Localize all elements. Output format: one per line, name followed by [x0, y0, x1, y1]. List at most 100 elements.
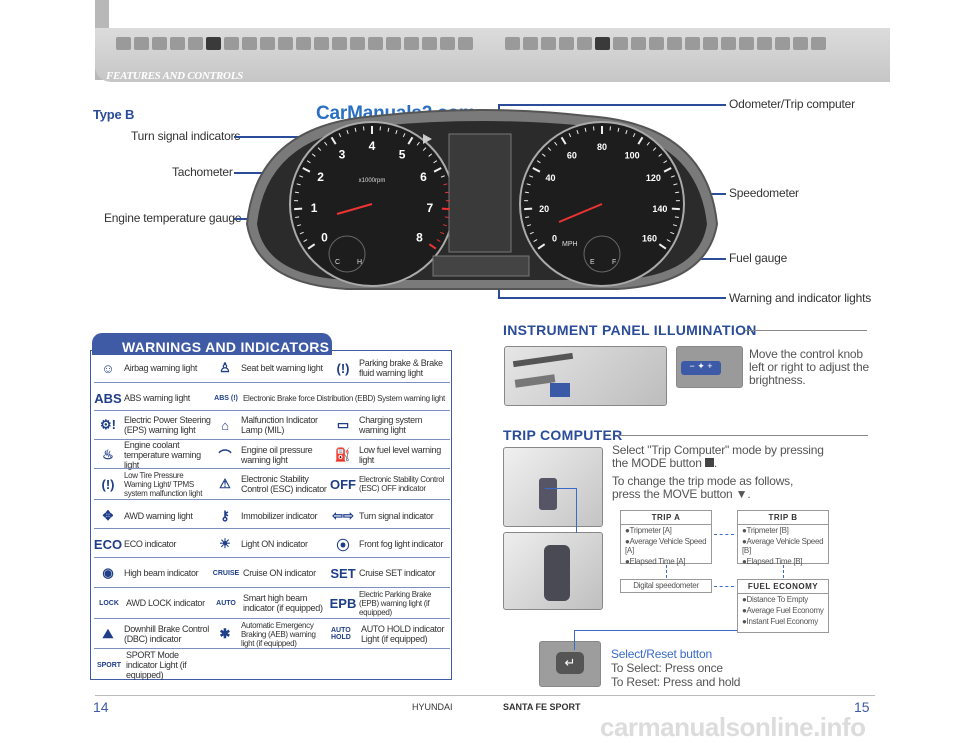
- warning-item-label: Electronic Stability Control (ESC) OFF i…: [359, 475, 447, 493]
- header-feature-icon: [116, 37, 131, 50]
- oil-icon: ⌒: [213, 444, 237, 466]
- speed-number: 160: [642, 233, 657, 243]
- footer-rule: [95, 695, 875, 696]
- trip-rule: [618, 435, 868, 436]
- speed-number: 120: [646, 173, 661, 183]
- warning-item: ABS ABS warning light: [96, 385, 212, 411]
- trip-b-item: ●Tripmeter [B]: [738, 525, 828, 536]
- dbc-icon: ⛰: [96, 623, 120, 645]
- header-feature-icon: [739, 37, 754, 50]
- header-feature-icon: [458, 37, 473, 50]
- trip-a-item: ●Tripmeter [A]: [621, 525, 711, 536]
- warning-item: (!)Parking brake & Brake fluid warning l…: [331, 355, 447, 381]
- header-feature-icon: [296, 37, 311, 50]
- trip-mode-instruction: Select "Trip Computer" mode by pressing …: [612, 443, 824, 470]
- tach-number: 3: [339, 147, 346, 161]
- warning-item-label: High beam indicator: [124, 568, 198, 578]
- trip-a-title: TRIP A: [621, 511, 711, 525]
- warning-item: ✱Automatic Emergency Braking (AEB) warni…: [213, 621, 329, 647]
- tach-tick: [445, 192, 449, 193]
- warning-item-label: ABS warning light: [124, 393, 190, 403]
- leader-mode: [545, 488, 577, 489]
- header-feature-icon: [404, 37, 419, 50]
- eco-icon: ECO: [96, 533, 120, 555]
- trip-a-item: ●Average Vehicle Speed [A]: [621, 536, 711, 556]
- header-feature-icon: [559, 37, 574, 50]
- header-feature-icon: [134, 37, 149, 50]
- reset-line-2: To Reset: Press and hold: [611, 676, 740, 689]
- warning-item-label: Seat belt warning light: [241, 363, 323, 373]
- warning-item-label: Charging system warning light: [359, 415, 447, 435]
- watermark-bottom: carmanualsonline.info: [600, 712, 865, 743]
- tach-number: 0: [321, 230, 328, 244]
- page-number-left: 14: [93, 699, 109, 715]
- tach-number: 8: [416, 230, 423, 244]
- tach-unit: x1000rpm: [359, 178, 386, 184]
- smart-high-beam-icon: AUTO: [213, 592, 239, 614]
- steering-wheel-photo: [503, 447, 603, 527]
- header-feature-icon: [793, 37, 808, 50]
- header-feature-icon: [440, 37, 455, 50]
- warning-item-label: Low fuel level warning light: [359, 445, 447, 465]
- warnings-row-divider: [94, 528, 450, 529]
- coolant-icon: ♨: [96, 444, 120, 466]
- header-feature-icon: [577, 37, 592, 50]
- warning-item: ☀Light ON indicator: [213, 531, 329, 557]
- epb-icon: EPB: [331, 592, 355, 614]
- header-feature-icon: [152, 37, 167, 50]
- warning-item: ⦿Front fog light indicator: [331, 531, 447, 557]
- temp-gauge: [329, 236, 365, 272]
- reset-title: Select/Reset button: [611, 648, 712, 661]
- warning-item: ⚠Electronic Stability Control (ESC) indi…: [213, 471, 329, 497]
- warning-item: ♨Engine coolant temperature warning ligh…: [96, 442, 212, 468]
- warning-item-label: ECO indicator: [124, 539, 176, 549]
- cruise-icon: CRUISE: [213, 562, 239, 584]
- warning-item-label: Front fog light indicator: [359, 539, 443, 549]
- fuel-economy-item: ●Instant Fuel Economy: [738, 616, 828, 627]
- label-fuel: Fuel gauge: [729, 251, 787, 265]
- header-feature-icon: [332, 37, 347, 50]
- tach-tick: [445, 217, 449, 218]
- warning-item-label: Smart high beam indicator (if equipped): [243, 593, 329, 613]
- header-feature-icon: [206, 37, 221, 50]
- steering-buttons-photo: [503, 532, 603, 610]
- trip-text-1: Select "Trip Computer" mode by pressing …: [612, 444, 832, 470]
- high-beam-icon: ◉: [96, 562, 120, 584]
- temp-h: H: [357, 259, 362, 266]
- temp-c: C: [335, 259, 340, 266]
- sport-icon: SPORT: [96, 654, 122, 676]
- header-feature-icon: [523, 37, 538, 50]
- mode-button-icon: [705, 458, 714, 467]
- auto-hold-icon: AUTO HOLD: [331, 623, 357, 645]
- warnings-row-divider: [94, 410, 450, 411]
- fuel-economy-item: ●Average Fuel Economy: [738, 605, 828, 616]
- esc-off-icon: OFF: [331, 473, 355, 495]
- abs-icon: ABS: [96, 387, 120, 409]
- aeb-icon: ✱: [213, 623, 237, 645]
- warning-item-label: Cruise SET indicator: [359, 568, 435, 578]
- header-feature-icon: [260, 37, 275, 50]
- trip-title: TRIP COMPUTER: [503, 427, 623, 443]
- warning-item-label: AWD warning light: [124, 511, 193, 521]
- battery-icon: ▭: [331, 414, 355, 436]
- warning-item: ⚷Immobilizer indicator: [213, 503, 329, 529]
- awd-lock-icon: LOCK: [96, 592, 122, 614]
- fuel-icon: ⛽: [331, 444, 355, 466]
- warning-item: (!)Low Tire Pressure Warning Light/ TPMS…: [96, 471, 212, 497]
- ebd-icon: ABS (!): [213, 387, 239, 409]
- header-feature-icon: [505, 37, 520, 50]
- reset-line-1: To Select: Press once: [611, 662, 723, 675]
- header-feature-icon: [775, 37, 790, 50]
- warning-item-label: Malfunction Indicator Lamp (MIL): [241, 415, 329, 435]
- label-odometer: Odometer/Trip computer: [729, 97, 855, 111]
- fuel-economy-title: FUEL ECONOMY: [738, 580, 828, 594]
- header-feature-icon: [170, 37, 185, 50]
- warning-item: ⌂Malfunction Indicator Lamp (MIL): [213, 412, 329, 438]
